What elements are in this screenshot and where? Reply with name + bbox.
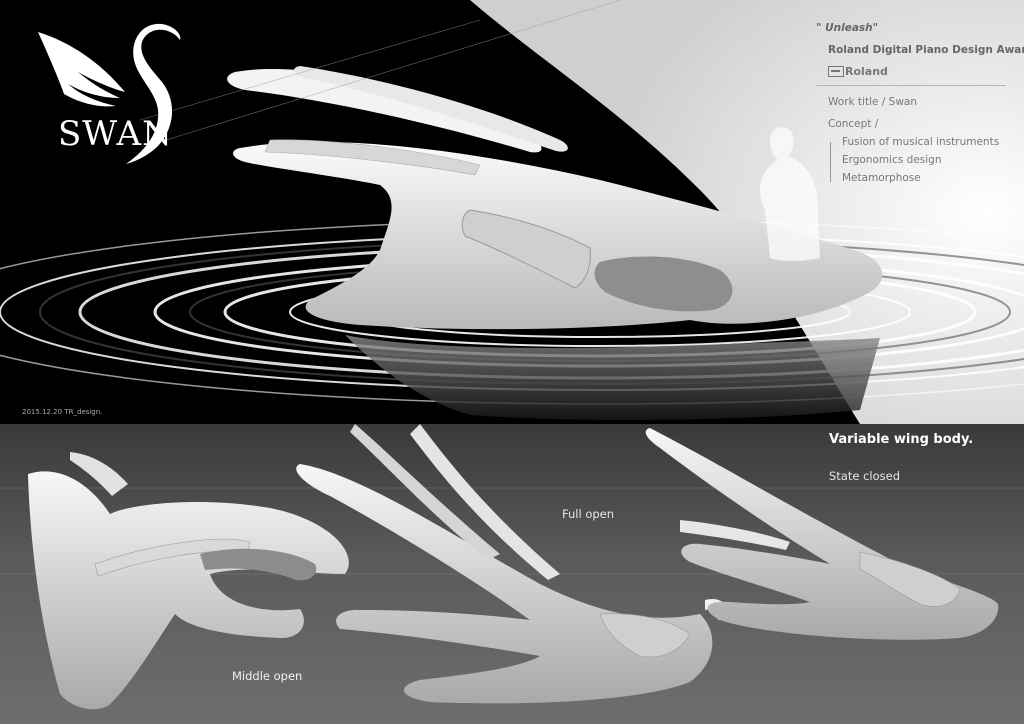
roland-mark-icon — [828, 66, 844, 77]
hero-panel: SWAN " Unleash" Roland Digital Piano Des… — [0, 0, 1024, 424]
list-item: Ergonomics design — [842, 154, 942, 166]
award-name: Roland Digital Piano Design Awards — [828, 44, 1024, 56]
list-bracket — [830, 142, 836, 182]
state-closed-label: State closed — [829, 469, 901, 483]
concept-heading: Concept / — [828, 118, 879, 130]
variants-panel: Variable wing body. State closed Full op… — [0, 424, 1024, 724]
list-item: Metamorphose — [842, 172, 921, 184]
work-title: Work title / Swan — [828, 96, 918, 108]
variant-renders — [0, 424, 1024, 710]
list-item: Fusion of musical instruments — [842, 136, 1000, 148]
hero-render — [0, 0, 1024, 424]
variable-wing-heading: Variable wing body. — [829, 432, 974, 447]
state-closed-render — [645, 428, 999, 640]
award-quote: " Unleash" — [816, 22, 879, 34]
divider — [816, 85, 1006, 86]
middle-open-label: Middle open — [232, 669, 303, 683]
date-credit: 2015.12.20 TR_design. — [22, 408, 103, 416]
roland-logo: Roland — [828, 65, 888, 78]
swan-icon — [38, 23, 181, 164]
middle-open-render — [28, 452, 349, 710]
full-open-render — [296, 424, 729, 704]
swan-logo-text: SWAN — [58, 114, 173, 154]
full-open-label: Full open — [562, 507, 615, 521]
roland-wordmark: Roland — [845, 65, 888, 78]
